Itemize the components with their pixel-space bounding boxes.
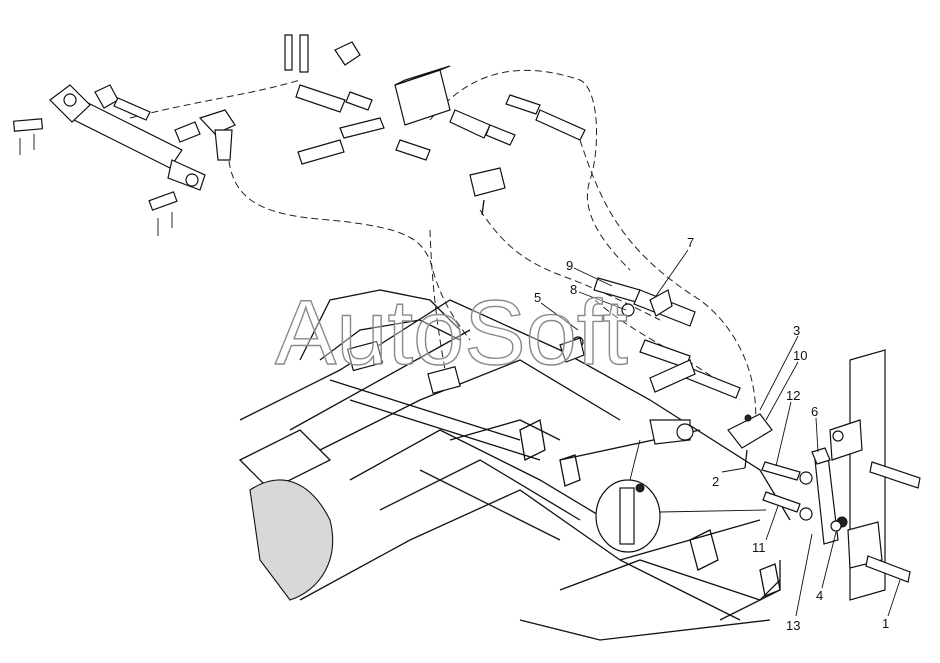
callout-8: 8 — [570, 282, 577, 297]
callout-2: 2 — [712, 474, 719, 489]
callout-4: 4 — [816, 588, 823, 603]
watermark: AutoSoft — [275, 282, 628, 384]
valve-manifold-block — [284, 34, 586, 216]
hydraulic-cylinder-assembly — [12, 84, 236, 236]
callout-9: 9 — [566, 258, 573, 273]
callout-1: 1 — [882, 616, 889, 631]
callout-10: 10 — [793, 348, 807, 363]
callout-7: 7 — [687, 235, 694, 250]
callout-labels: 1 2 3 4 5 6 7 8 9 10 11 12 13 — [534, 235, 889, 633]
right-detail-parts — [559, 277, 921, 601]
callout-3: 3 — [793, 323, 800, 338]
callout-11: 11 — [752, 540, 766, 555]
callout-6: 6 — [811, 404, 818, 419]
callout-12: 12 — [786, 388, 800, 403]
detail-magnifier — [595, 439, 767, 553]
main-frame-structure — [238, 289, 791, 641]
callout-5: 5 — [534, 290, 541, 305]
callout-13: 13 — [786, 618, 800, 633]
callout-leaders — [540, 249, 901, 617]
